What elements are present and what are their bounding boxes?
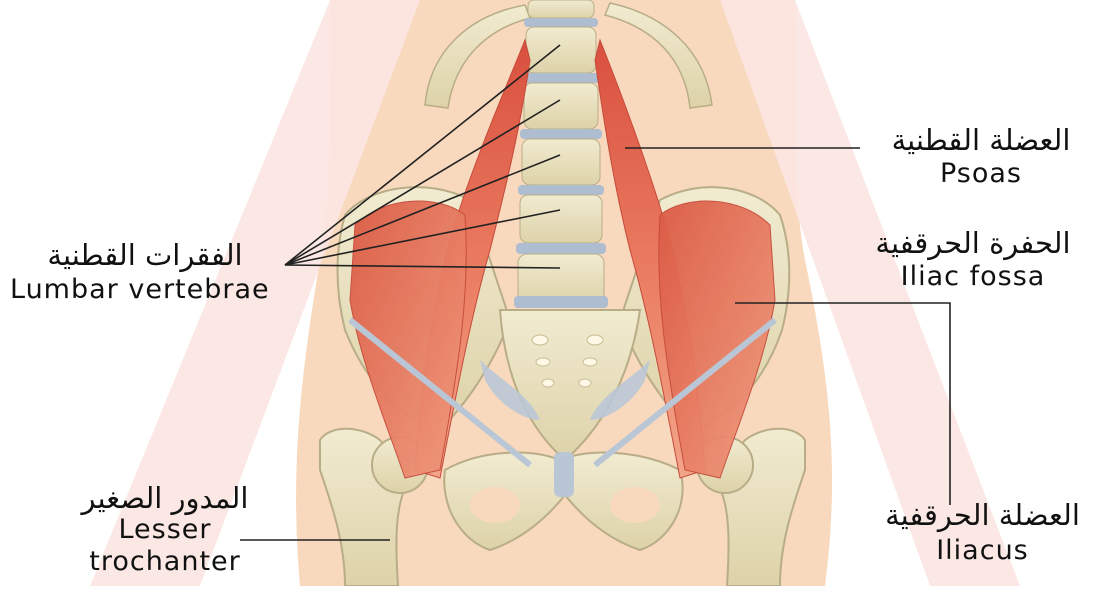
psoas-label-arabic: العضلة القطنية <box>866 125 1096 155</box>
lumbar-label-arabic: الفقرات القطنية <box>10 240 280 270</box>
trochanter-label-english-line1: Lesser <box>60 516 270 544</box>
lumbar-label-english: Lumbar vertebrae <box>10 276 310 304</box>
iliacus-label-english: Iliacus <box>860 537 1105 565</box>
trochanter-label-english-line2: trochanter <box>60 548 270 576</box>
lumbar-vertebrae <box>514 0 608 308</box>
psoas-label-english: Psoas <box>866 160 1096 188</box>
fossa-label-arabic: الحفرة الحرقفية <box>848 228 1098 258</box>
fossa-label-english: Iliac fossa <box>848 263 1098 291</box>
iliacus-label-arabic: العضلة الحرقفية <box>860 500 1105 530</box>
trochanter-label-arabic: المدور الصغير <box>60 483 270 513</box>
